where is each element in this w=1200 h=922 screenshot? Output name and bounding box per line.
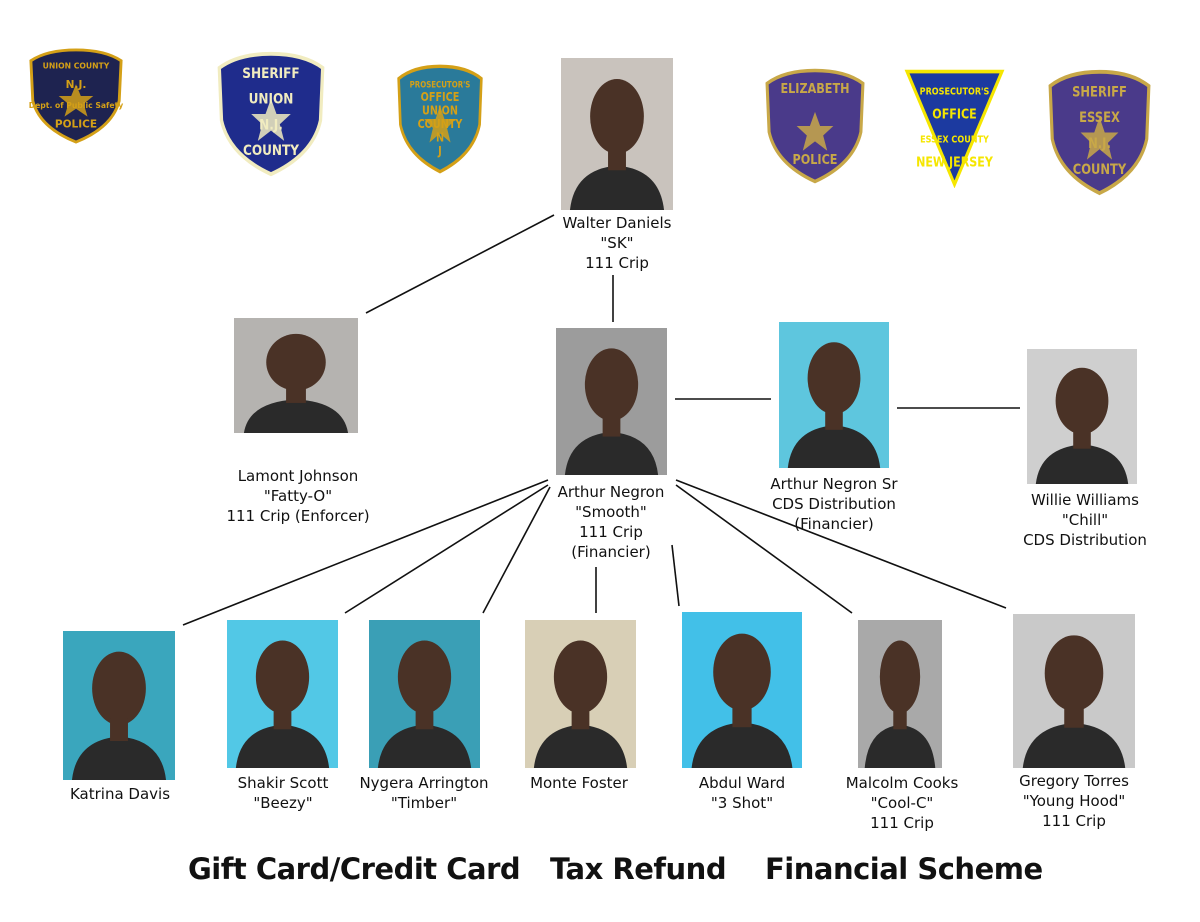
person-detail: "Fatty-O" (263, 487, 333, 505)
person-name: Arthur Negron (557, 483, 665, 501)
person-name: Gregory Torres (1019, 772, 1129, 790)
elizabeth-police-badge: ELIZABETH POLICE (764, 67, 866, 185)
svg-text:N.J.: N.J. (259, 118, 283, 134)
svg-text:UNION: UNION (422, 103, 458, 117)
person-name: Abdul Ward (698, 774, 786, 792)
gregory-torres-label: Gregory Torres "Young Hood" 111 Crip (1019, 771, 1129, 831)
svg-text:UNION: UNION (249, 92, 294, 108)
malcolm-cooks-label: Malcolm Cooks "Cool-C" 111 Crip (846, 773, 959, 833)
abdul-ward-label: Abdul Ward "3 Shot" (699, 773, 785, 813)
katrina-davis-label: Katrina Davis (70, 784, 170, 804)
abdul-ward-photo (682, 612, 802, 768)
person-detail: "Cool-C" (870, 794, 934, 812)
scheme-tax-refund: Tax Refund (550, 852, 727, 886)
svg-text:COUNTY: COUNTY (418, 117, 464, 131)
union-county-sheriff-badge: SHERIFF UNION N.J. COUNTY (216, 50, 326, 178)
person-detail: (Financier) (571, 543, 651, 561)
connector-arthur-negron-to-abdul-ward (671, 544, 680, 607)
connector-arthur-negron-to-shakir-scott (344, 484, 549, 614)
person-detail: CDS Distribution (1023, 531, 1147, 549)
person-detail: 111 Crip (585, 254, 649, 272)
svg-text:OFFICE: OFFICE (421, 90, 460, 104)
svg-text:SHERIFF: SHERIFF (1072, 84, 1127, 100)
person-detail: 111 Crip (Enforcer) (226, 507, 370, 525)
person-name: Katrina Davis (69, 785, 171, 803)
walter-daniels-label: Walter Daniels "SK" 111 Crip (563, 213, 672, 273)
person-name: Malcolm Cooks (845, 774, 959, 792)
shakir-scott-photo (227, 620, 338, 768)
lamont-johnson-photo (234, 318, 358, 433)
monte-foster-photo (525, 620, 636, 768)
katrina-davis-photo (63, 631, 175, 780)
person-detail: "3 Shot" (710, 794, 774, 812)
svg-text:N.J.: N.J. (66, 78, 87, 91)
person-name: Willie Williams (1031, 491, 1139, 509)
scheme-gift-card: Gift Card/Credit Card (188, 852, 521, 886)
malcolm-cooks-photo (858, 620, 942, 768)
person-detail: "Timber" (390, 794, 458, 812)
person-detail: 111 Crip (1042, 812, 1106, 830)
person-name: Arthur Negron Sr (770, 475, 898, 493)
svg-text:OFFICE: OFFICE (932, 106, 976, 121)
arthur-negron-sr-photo (779, 322, 889, 468)
essex-county-sheriff-badge: SHERIFF ESSEX N.J. COUNTY (1047, 68, 1152, 197)
lamont-johnson-label: Lamont Johnson "Fatty-O" 111 Crip (Enforce… (226, 466, 369, 526)
connector-arthur-negron-to-malcolm-cooks (675, 484, 853, 614)
person-detail: 111 Crip (870, 814, 934, 832)
person-name: Lamont Johnson (237, 467, 359, 485)
svg-text:COUNTY: COUNTY (243, 143, 300, 159)
svg-text:N: N (436, 130, 444, 144)
svg-text:POLICE: POLICE (55, 117, 97, 130)
connector-arthur-negron-to-nygera-arrington (482, 486, 551, 614)
shakir-scott-label: Shakir Scott "Beezy" (238, 773, 329, 813)
person-detail: "Chill" (1061, 511, 1109, 529)
willie-williams-photo (1027, 349, 1137, 484)
person-name: Monte Foster (530, 774, 628, 792)
svg-text:COUNTY: COUNTY (1073, 162, 1127, 178)
arthur-negron-sr-label: Arthur Negron Sr CDS Distribution (Financi… (770, 474, 897, 534)
person-detail: CDS Distribution (772, 495, 896, 513)
connector-walter-daniels-to-lamont-johnson (365, 214, 555, 314)
monte-foster-label: Monte Foster (530, 773, 628, 793)
svg-text:POLICE: POLICE (793, 152, 838, 167)
person-detail: 111 Crip (579, 523, 643, 541)
scheme-financial: Financial Scheme (765, 852, 1043, 886)
svg-text:N.J.: N.J. (1088, 136, 1111, 152)
connector-arthur-negron-to-gregory-torres (675, 479, 1007, 609)
svg-text:NEW JERSEY: NEW JERSEY (916, 154, 993, 169)
gregory-torres-photo (1013, 614, 1135, 768)
walter-daniels-photo (561, 58, 673, 210)
svg-text:UNION COUNTY: UNION COUNTY (43, 61, 110, 70)
nygera-arrington-photo (369, 620, 480, 768)
willie-williams-label: Willie Williams "Chill" CDS Distribution (1023, 490, 1147, 550)
arthur-negron-label: Arthur Negron "Smooth" 111 Crip (Financier) (558, 482, 665, 562)
essex-county-prosecutor-badge: PROSECUTOR'S OFFICE ESSEX COUNTY NEW JERSEY (904, 68, 1005, 188)
connector-arthur-negron-to-katrina-davis (182, 479, 549, 626)
svg-text:Dept. of Public Safety: Dept. of Public Safety (29, 101, 124, 110)
person-name: Shakir Scott (237, 774, 329, 792)
person-detail: "SK" (600, 234, 634, 252)
svg-text:PROSECUTOR'S: PROSECUTOR'S (920, 87, 990, 98)
svg-text:J: J (437, 144, 441, 158)
person-name: Walter Daniels (562, 214, 672, 232)
person-detail: "Smooth" (575, 503, 647, 521)
nygera-arrington-label: Nygera Arrington "Timber" (359, 773, 488, 813)
person-detail: "Beezy" (253, 794, 313, 812)
svg-text:ESSEX COUNTY: ESSEX COUNTY (920, 135, 989, 146)
arthur-negron-photo (556, 328, 667, 475)
person-detail: (Financier) (794, 515, 874, 533)
svg-text:SHERIFF: SHERIFF (242, 66, 299, 82)
svg-text:ESSEX: ESSEX (1079, 110, 1120, 126)
svg-text:PROSECUTOR'S: PROSECUTOR'S (410, 80, 471, 90)
person-detail: "Young Hood" (1022, 792, 1126, 810)
svg-text:ELIZABETH: ELIZABETH (780, 81, 849, 96)
person-name: Nygera Arrington (359, 774, 489, 792)
